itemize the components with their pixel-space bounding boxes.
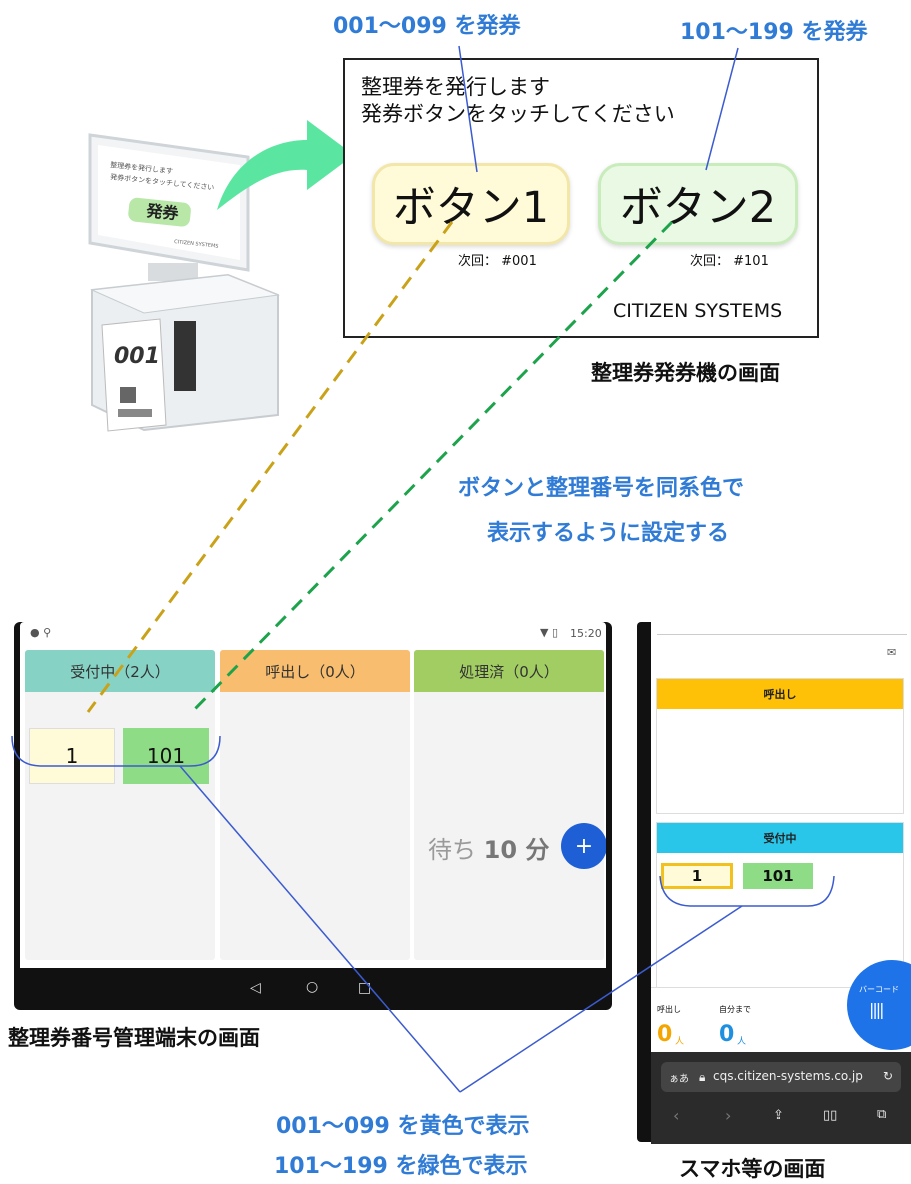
phone-status-bar xyxy=(657,626,907,635)
forward-arrow-icon[interactable]: › xyxy=(725,1106,732,1125)
bottom-label-line1: 001～099 を黄色で表示 xyxy=(276,1114,530,1139)
browser-toolbar: ぁあ 🔒︎ cqs.citizen-systems.co.jp ↻ ‹ › ⇪ … xyxy=(651,1052,911,1144)
ticket-card-101[interactable]: 101 xyxy=(123,728,209,784)
phone-called-header: 呼出し xyxy=(657,679,903,709)
kiosk-device-illustration: 整理券を発行します 発券ボタンをタッチしてください 発券 CITIZEN SYS… xyxy=(78,125,298,440)
issue-button-1[interactable]: ボタン1 xyxy=(372,163,570,245)
phone-caption: スマホ等の画面 xyxy=(679,1157,826,1181)
url-text: cqs.citizen-systems.co.jp xyxy=(713,1069,863,1083)
phone-waiting-header: 受付中 xyxy=(657,823,903,853)
phone-ticket-1: 1 xyxy=(661,863,733,889)
next-number-1: 次回： #001 xyxy=(458,254,537,269)
phone-device: ✉ 呼出し 受付中 1 101 呼出し 0 人 自分まで 0 人 バーコード |… xyxy=(637,622,911,1144)
phone-ticket-101: 101 xyxy=(743,863,813,889)
reload-icon[interactable]: ↻ xyxy=(883,1069,894,1083)
tablet-time: 15:20 xyxy=(570,627,602,640)
next-number-2: 次回： #101 xyxy=(690,254,769,269)
bottom-label-line2: 101～199 を緑色で表示 xyxy=(274,1154,528,1179)
range-label-left: 001～099 を発券 xyxy=(333,14,521,39)
ticket-card-1[interactable]: 1 xyxy=(29,728,115,784)
home-icon[interactable]: ○ xyxy=(306,979,319,995)
device-screen-brand: CITIZEN SYSTEMS xyxy=(174,239,219,250)
connector-line-range-right xyxy=(705,47,739,171)
wait-time-label: 待ち xyxy=(428,836,476,864)
barcode-label: バーコード xyxy=(859,985,899,994)
connector-line-range-left xyxy=(458,45,478,173)
bracket-phone-tickets xyxy=(659,875,835,907)
share-icon[interactable]: ⇪ xyxy=(773,1108,784,1123)
stat-called-unit: 人 xyxy=(675,1037,685,1047)
mail-icon[interactable]: ✉ xyxy=(887,646,897,659)
column-called: 呼出し（0人） xyxy=(220,650,410,960)
dashed-line-yellow xyxy=(86,221,454,713)
text-size-button[interactable]: ぁあ xyxy=(669,1074,689,1085)
tabs-icon[interactable]: ⧉ xyxy=(877,1107,887,1122)
kiosk-caption: 整理券発券機の画面 xyxy=(591,361,780,385)
color-note-line1: ボタンと整理番号を同系色で xyxy=(458,476,745,501)
connector-line-tablet xyxy=(179,765,461,1093)
column-done-header[interactable]: 処理済（0人） xyxy=(414,650,604,692)
tablet-status-bar: ● ⚲ ▼ ▯ 15:20 xyxy=(20,622,606,644)
stat-ahead-label: 自分まで xyxy=(719,1005,751,1014)
add-button[interactable]: + xyxy=(561,823,606,869)
device-ticket-number: 001 xyxy=(114,344,160,369)
stat-called-label: 呼出し xyxy=(657,1005,681,1014)
url-bar[interactable]: ぁあ 🔒︎ cqs.citizen-systems.co.jp ↻ xyxy=(661,1062,901,1092)
stat-ahead-value: 0 xyxy=(719,1022,735,1047)
tablet-device: ● ⚲ ▼ ▯ 15:20 受付中（2人） 1 101 呼出し（0人） 処理済（… xyxy=(14,622,612,1010)
column-done: 処理済（0人） xyxy=(414,650,604,960)
tablet-screen: ● ⚲ ▼ ▯ 15:20 受付中（2人） 1 101 呼出し（0人） 処理済（… xyxy=(20,622,606,968)
column-called-header[interactable]: 呼出し（0人） xyxy=(220,650,410,692)
column-waiting: 受付中（2人） 1 101 xyxy=(25,650,215,960)
status-dot-icon: ● ⚲ xyxy=(30,626,52,639)
kiosk-instruction-line2: 発券ボタンをタッチしてください xyxy=(361,102,675,126)
tablet-caption: 整理券番号管理端末の画面 xyxy=(8,1026,260,1050)
dashed-line-green xyxy=(190,220,674,714)
kiosk-brand: CITIZEN SYSTEMS xyxy=(613,300,783,322)
phone-called-card: 呼出し xyxy=(656,678,904,814)
kiosk-screen: 整理券を発行します 発券ボタンをタッチしてください ボタン1 ボタン2 次回： … xyxy=(343,58,819,338)
connector-line-phone xyxy=(459,905,743,1093)
barcode-button[interactable]: バーコード |||| xyxy=(847,960,911,1050)
back-arrow-icon[interactable]: ‹ xyxy=(673,1106,680,1125)
kiosk-instruction-line1: 整理券を発行します xyxy=(361,75,550,99)
back-icon[interactable]: ◁ xyxy=(250,980,261,996)
bracket-tablet-tickets xyxy=(11,735,221,767)
stat-ahead-unit: 人 xyxy=(737,1037,747,1047)
wait-time-value: 10 分 xyxy=(483,836,550,864)
range-label-right: 101～199 を発券 xyxy=(680,20,868,45)
phone-screen: ✉ 呼出し 受付中 1 101 呼出し 0 人 自分まで 0 人 バーコード |… xyxy=(651,622,911,1144)
barcode-icon: |||| xyxy=(869,1000,885,1019)
stat-called-value: 0 xyxy=(657,1022,673,1047)
device-screen-button-label: 発券 xyxy=(145,201,181,223)
color-note-line2: 表示するように設定する xyxy=(487,521,730,546)
android-nav-bar: ◁ ○ □ xyxy=(14,968,612,1010)
lock-icon: 🔒︎ xyxy=(699,1070,706,1084)
wait-time: 待ち 10 分 xyxy=(428,830,549,865)
bookmarks-icon[interactable]: ▯▯ xyxy=(823,1108,838,1123)
issue-button-2[interactable]: ボタン2 xyxy=(598,163,798,245)
green-curved-arrow xyxy=(212,100,362,224)
wifi-icon: ▼ ▯ xyxy=(540,626,559,639)
device-screen-button xyxy=(128,197,191,227)
